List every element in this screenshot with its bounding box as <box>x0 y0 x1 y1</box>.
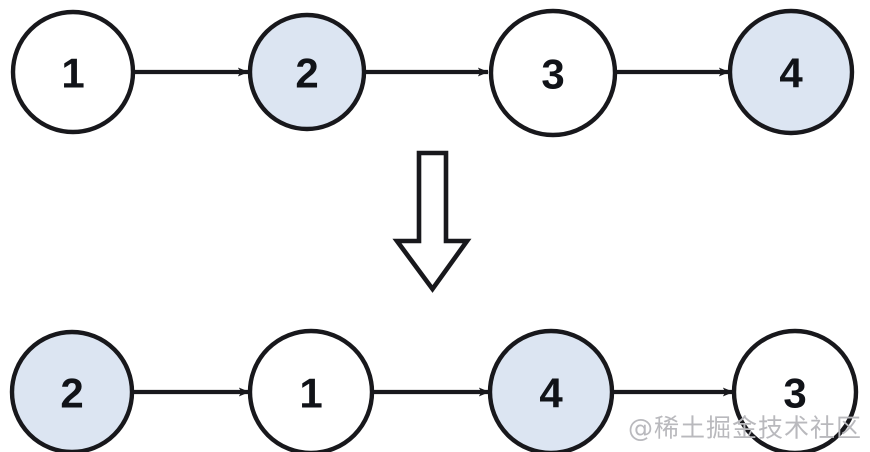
list-node[interactable]: 4 <box>727 8 855 136</box>
node-circle[interactable] <box>487 328 615 452</box>
down-arrow-shape <box>392 150 472 293</box>
node-circle[interactable] <box>731 328 859 452</box>
node-circle[interactable] <box>10 9 136 135</box>
node-label: 1 <box>299 370 322 417</box>
node-circle[interactable] <box>9 329 135 452</box>
node-label: 1 <box>61 50 84 97</box>
list-node[interactable]: 3 <box>488 8 618 138</box>
watermark: @稀土掘金技术社区 <box>628 414 862 443</box>
list-node[interactable]: 2 <box>247 12 367 132</box>
list-node[interactable]: 3 <box>731 328 859 452</box>
list-node[interactable]: 1 <box>247 328 375 452</box>
node-label: 4 <box>539 370 563 417</box>
node-label: 3 <box>783 370 806 417</box>
node-label: 2 <box>295 50 318 97</box>
node-circle[interactable] <box>247 328 375 452</box>
node-label: 2 <box>60 370 83 417</box>
transform-down-arrow <box>392 150 472 293</box>
node-label: 4 <box>779 50 803 97</box>
row-after: 2 1 4 3 <box>9 328 859 452</box>
node-label: 3 <box>541 51 564 98</box>
node-circle[interactable] <box>247 12 367 132</box>
list-node[interactable]: 4 <box>487 328 615 452</box>
node-circle[interactable] <box>488 8 618 138</box>
row-before: 1 2 3 4 <box>10 8 855 138</box>
list-node[interactable]: 2 <box>9 329 135 452</box>
list-node[interactable]: 1 <box>10 9 136 135</box>
node-circle[interactable] <box>727 8 855 136</box>
